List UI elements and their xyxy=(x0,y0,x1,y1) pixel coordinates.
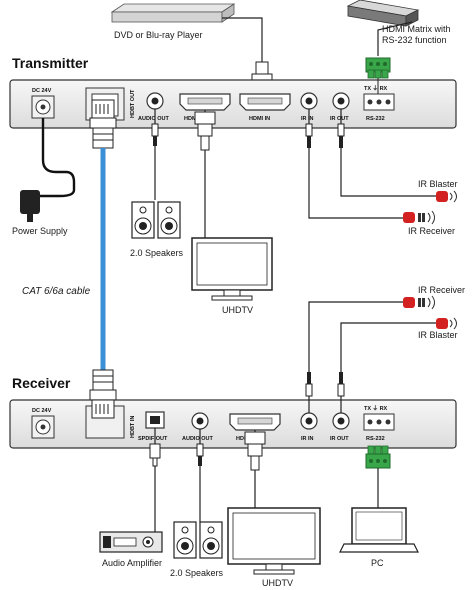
rx-ir-plug-icons xyxy=(305,372,345,397)
rx-hdmi-plug-icon xyxy=(244,431,266,471)
rx-rs232-label: RS-232 xyxy=(366,436,385,442)
matrix-rs232-cable xyxy=(377,21,413,56)
rx-speakers-icon xyxy=(173,521,223,559)
transmitter-heading: Transmitter xyxy=(12,55,89,71)
receiver-panel xyxy=(9,399,457,449)
rx-ir-receiver-label: IR Receiver xyxy=(418,285,465,295)
transmitter-panel xyxy=(9,79,457,129)
tx-hdbt-label: HDBT OUT xyxy=(130,89,136,118)
rx-ir-receiver-icon xyxy=(403,295,435,310)
tx-hdmi-in-label: HDMI IN xyxy=(249,116,270,122)
tx-dc-label: DC 24V xyxy=(32,88,52,94)
rx-dc-label: DC 24V xyxy=(32,408,52,414)
tx-ir-plug-icons xyxy=(305,123,345,148)
hdmi-matrix-icon xyxy=(346,0,420,27)
power-cable xyxy=(38,118,76,198)
rx-ir-in-cable xyxy=(308,301,403,413)
rx-ir-out-label: IR OUT xyxy=(330,436,349,442)
tx-rs232-label: RS-232 xyxy=(366,116,385,122)
rx-tv-label: UHDTV xyxy=(262,578,293,588)
dvd-player-label: DVD or Blu-ray Player xyxy=(114,30,203,40)
hdmi-matrix-label-line2: RS-232 function xyxy=(382,35,447,45)
hdmi-matrix-label-line1: HDMI Matrix with xyxy=(382,24,451,34)
tx-tv-icon xyxy=(191,237,273,301)
audio-amplifier-label: Audio Amplifier xyxy=(102,558,162,568)
rx-rj45-plug-icon xyxy=(89,369,117,401)
tx-hdmi-out-plug-icon xyxy=(194,111,216,151)
power-supply-icon xyxy=(20,190,40,222)
power-supply-label: Power Supply xyxy=(12,226,68,236)
tx-ir-receiver-label: IR Receiver xyxy=(408,226,455,236)
tx-speakers-icon xyxy=(131,201,181,239)
tx-terminal-block-icon xyxy=(365,57,391,79)
rx-ir-in-label: IR IN xyxy=(301,436,314,442)
pc-laptop-icon xyxy=(339,507,419,553)
rx-hdbt-label: HDBT IN xyxy=(130,416,136,438)
cat-cable-label: CAT 6/6a cable xyxy=(22,286,91,297)
tx-audio-out-label: AUDIO OUT xyxy=(138,116,170,122)
tx-rj45-plug-icon xyxy=(89,99,117,149)
tx-rs232-pins-label: TX ⏚ RX xyxy=(364,85,388,92)
rx-speakers-label: 2.0 Speakers xyxy=(170,568,224,578)
rx-ir-blaster-label: IR Blaster xyxy=(418,330,458,340)
spdif-plug-icon xyxy=(149,443,161,467)
dvd-hdmi-cable xyxy=(222,17,263,62)
tx-ir-out-label: IR OUT xyxy=(330,116,349,122)
tx-ir-blaster-label: IR Blaster xyxy=(418,179,458,189)
rx-rs232-pins-label: TX ⏚ RX xyxy=(364,405,388,412)
tx-ir-blaster-icon xyxy=(436,190,457,203)
audio-jack-plug-icon xyxy=(151,123,159,146)
rx-audio-out-label: AUDIO OUT xyxy=(182,436,214,442)
pc-label: PC xyxy=(371,558,384,568)
tx-speakers-label: 2.0 Speakers xyxy=(130,248,184,258)
tx-ir-receiver-icon xyxy=(403,210,435,225)
rx-terminal-block-icon xyxy=(365,445,391,469)
tx-ir-in-label: IR IN xyxy=(301,116,314,122)
tx-tv-label: UHDTV xyxy=(222,305,253,315)
rx-ir-blaster-icon xyxy=(436,317,457,330)
rx-spdif-label: SPDIF OUT xyxy=(138,436,168,442)
rx-audio-plug-icon xyxy=(196,443,204,466)
dvd-player-icon xyxy=(110,3,236,23)
rx-tv-icon xyxy=(227,507,321,575)
audio-amplifier-icon xyxy=(99,531,163,553)
receiver-heading: Receiver xyxy=(12,375,71,391)
